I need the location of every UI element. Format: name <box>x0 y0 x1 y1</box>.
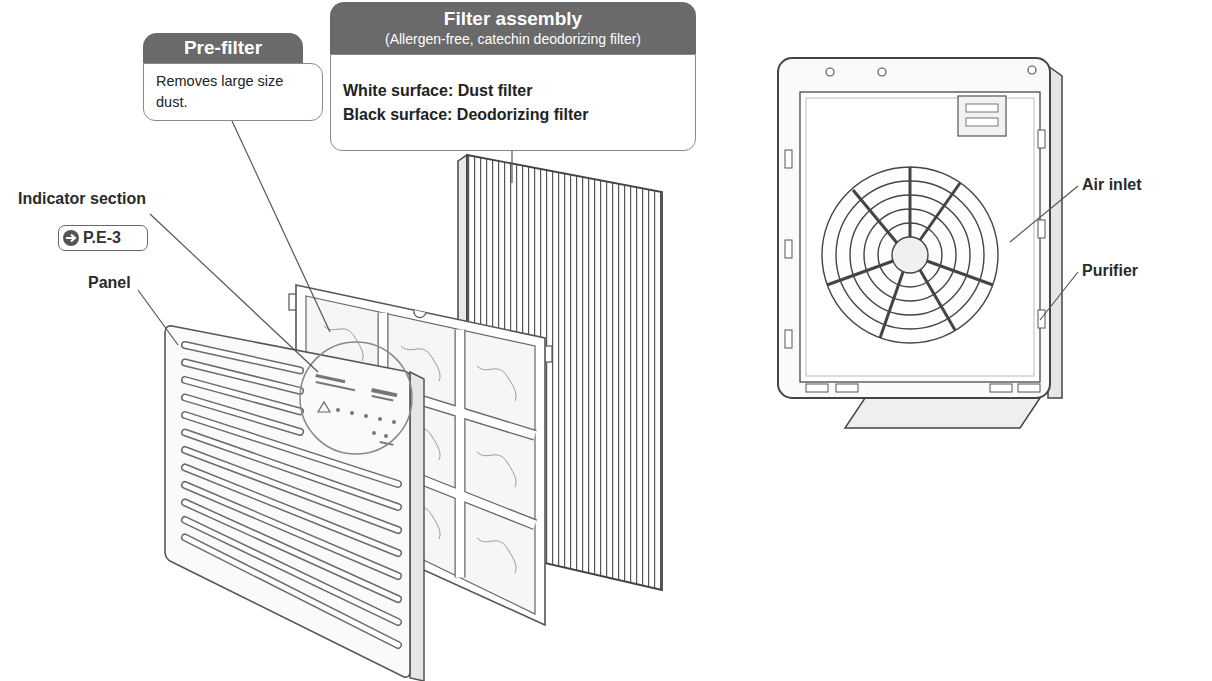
front-panel <box>165 326 424 681</box>
fan-grille-part <box>920 270 955 330</box>
purifier-body-part <box>966 118 998 126</box>
purifier-body-part <box>785 240 792 258</box>
indicator-marks-part <box>350 411 354 415</box>
fan-grille-part <box>880 272 903 338</box>
callout-subtitle: (Allergen-free, catechin deodorizing fil… <box>385 31 641 48</box>
indicator-marks-part <box>372 395 394 402</box>
indicator-marks-part <box>378 417 382 421</box>
callout-text: Removes large size dust. <box>156 71 310 113</box>
purifier-body-part <box>1038 220 1045 238</box>
indicator-marks-part <box>384 434 388 438</box>
page-reference-badge: P.E-3 <box>58 225 148 251</box>
arrow-icon <box>63 230 79 246</box>
part-label: Air inlet <box>1082 176 1142 194</box>
highlight-circle <box>300 342 412 454</box>
purifier-body-part <box>826 68 834 76</box>
indicator-marks-part <box>336 408 340 412</box>
part-label: Panel <box>88 274 131 292</box>
indicator-marks-part <box>318 402 330 412</box>
fan-grille-part <box>927 261 993 285</box>
purifier-body-part <box>806 98 1034 376</box>
badge-frame: P.E-3 <box>58 225 148 251</box>
callout-body: Removes large size dust. <box>143 63 323 121</box>
purifier-body-part <box>800 92 1040 382</box>
callout-text: Black surface: Deodorizing filter <box>343 103 683 126</box>
purifier-body-part <box>845 398 1040 428</box>
fan-grille-part <box>827 261 893 285</box>
indicator-marks-part <box>392 420 396 424</box>
leader-line-part <box>150 214 318 372</box>
pre-filter-frame-part-part <box>477 452 516 487</box>
indicator-marks <box>315 374 397 446</box>
purifier-body-part <box>806 384 828 392</box>
leader-line-part <box>138 290 178 345</box>
leader-line-part <box>1010 186 1078 242</box>
purifier-body-part <box>990 384 1012 392</box>
fan-grille <box>822 167 998 343</box>
purifier-body <box>778 58 1062 428</box>
fan-grille-part <box>822 167 998 343</box>
part-label: Indicator section <box>18 190 146 208</box>
purifier-body-part <box>785 330 792 348</box>
purifier-body-part <box>878 68 886 76</box>
pre-filter-frame-part <box>414 310 426 317</box>
purifier-body-part <box>836 384 858 392</box>
fan-grille-part <box>853 190 897 243</box>
arrow-icon <box>66 235 75 242</box>
front-panel-part <box>165 326 410 677</box>
pre-filter-frame-part <box>455 330 466 578</box>
callout-title: Filter assembly <box>444 8 582 31</box>
indicator-marks-part <box>316 381 356 391</box>
callout-header: Filter assembly(Allergen-free, catechin … <box>330 2 696 54</box>
fan-grille-part <box>909 167 912 237</box>
part-label: Purifier <box>1082 262 1138 280</box>
purifier-body-part <box>778 58 1050 398</box>
pre-filter-frame-part-part <box>477 366 516 401</box>
front-panel-part <box>185 345 398 645</box>
page-reference: P.E-3 <box>83 229 121 247</box>
purifier-body-part <box>966 104 998 112</box>
indicator-marks-part <box>315 374 345 383</box>
callout-body: White surface: Dust filterBlack surface:… <box>330 54 696 151</box>
leader-line-part <box>511 150 512 183</box>
leader-line <box>138 121 1078 372</box>
purifier-body-part <box>785 150 792 168</box>
purifier-body-part <box>1028 66 1036 74</box>
front-panel-part <box>410 372 424 681</box>
front-panel-part <box>185 345 398 645</box>
purifier-body-part <box>958 96 1006 136</box>
callout-text: White surface: Dust filter <box>343 79 683 102</box>
leader-line-part <box>1040 272 1078 320</box>
arrow-icon <box>62 229 80 247</box>
indicator-marks-part <box>372 431 376 435</box>
purifier-body-part <box>1018 384 1040 392</box>
purifier-body-part <box>1038 130 1045 148</box>
fan-grille-part <box>920 183 960 240</box>
pre-filter-frame-part-part <box>477 538 516 573</box>
callout-title: Pre-filter <box>184 37 262 60</box>
callout-header: Pre-filter <box>143 33 303 63</box>
callout-box: Filter assembly(Allergen-free, catechin … <box>330 2 696 151</box>
leader-line-part <box>232 121 330 332</box>
pre-filter-frame-part <box>456 330 465 578</box>
indicator-marks-part <box>364 414 368 418</box>
callout-box: Pre-filterRemoves large size dust. <box>143 33 323 121</box>
